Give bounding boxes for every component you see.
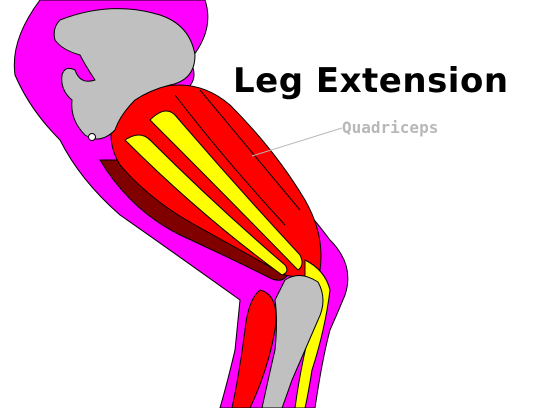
hip-joint-marker bbox=[89, 134, 96, 141]
label-leader-line bbox=[252, 128, 342, 156]
exercise-title: Leg Extension bbox=[233, 61, 509, 101]
muscle-label: Quadriceps bbox=[342, 118, 438, 138]
